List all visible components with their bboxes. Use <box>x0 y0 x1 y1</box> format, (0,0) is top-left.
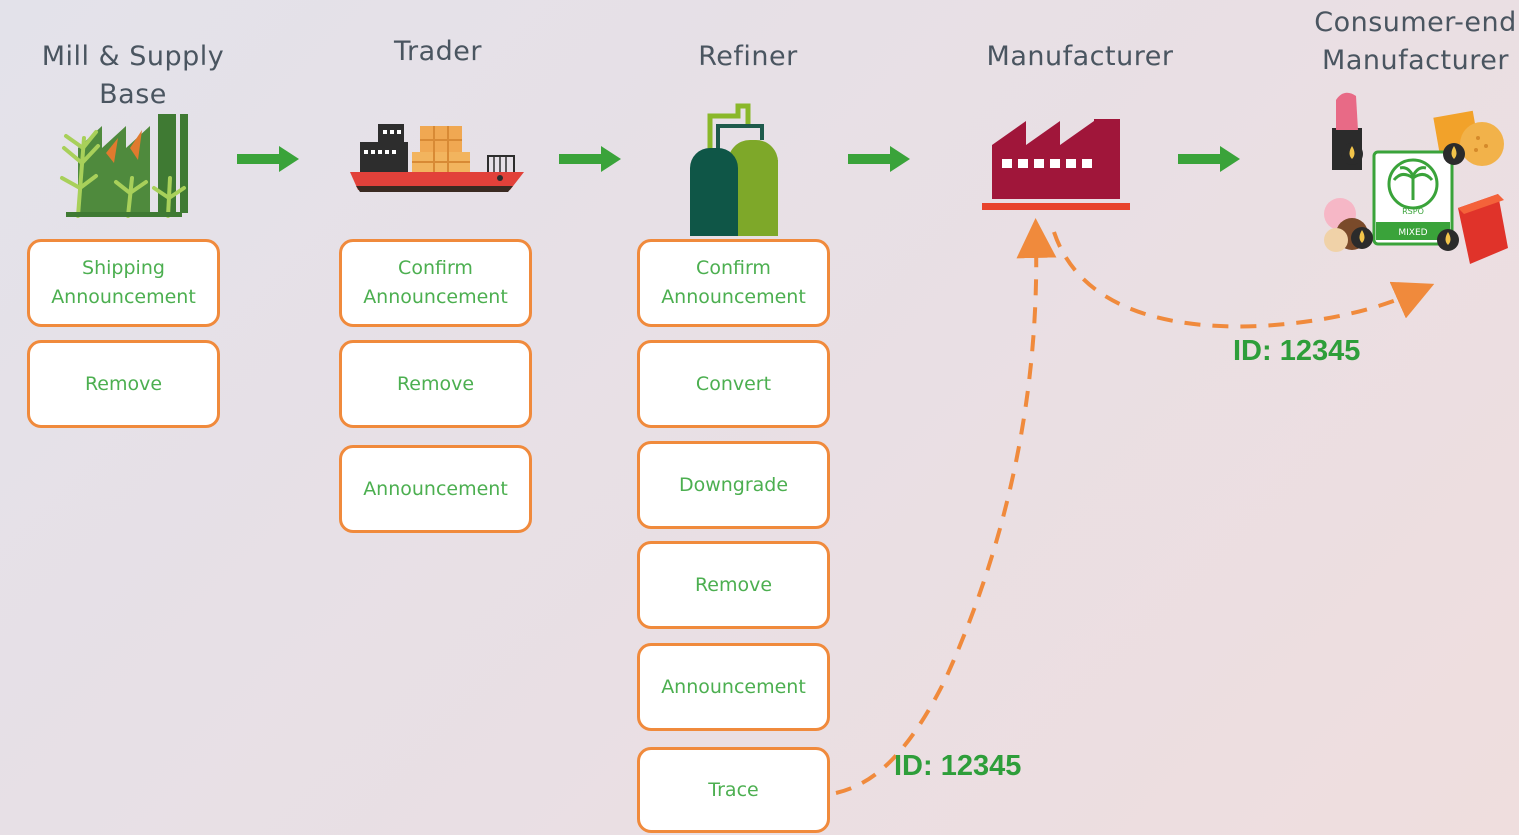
refiner-downgrade-button[interactable]: Downgrade <box>637 441 830 529</box>
stage-title-trader: Trader <box>393 36 483 67</box>
flow-arrow-manufacturer-to-consumer <box>1178 146 1240 172</box>
flow-arrow-refiner-to-manufacturer <box>848 146 910 172</box>
flow-arrow-mill-to-trader <box>237 146 299 172</box>
consumer-products-icon: RSPO MIXED <box>1324 92 1508 264</box>
refinery-tanks-icon <box>690 103 778 236</box>
refiner-announcement-button[interactable]: Announcement <box>637 643 830 731</box>
trader-remove-button[interactable]: Remove <box>339 340 532 428</box>
mill-remove-button[interactable]: Remove <box>27 340 220 428</box>
refiner-remove-button[interactable]: Remove <box>637 541 830 629</box>
refiner-trace-button[interactable]: Trace <box>637 747 830 833</box>
factory-icon <box>982 119 1130 210</box>
flow-arrow-trader-to-refiner <box>559 146 621 172</box>
mill-shipping-announcement-button[interactable]: Shipping Announcement <box>27 239 220 327</box>
ship-icon <box>350 124 524 192</box>
refiner-confirm-announcement-button[interactable]: Confirm Announcement <box>637 239 830 327</box>
id-label-consumer: ID: 12345 <box>1233 335 1361 367</box>
dashed-arrow-trace-to-manufacturer <box>835 218 1057 795</box>
mixed-badge-label: MIXED <box>1398 228 1427 238</box>
dashed-arrow-manufacturer-to-consumer <box>1052 231 1435 329</box>
refiner-convert-button[interactable]: Convert <box>637 340 830 428</box>
rspo-mark: RSPO <box>1402 207 1424 216</box>
mill-icon <box>60 114 188 218</box>
stage-title-refiner: Refiner <box>698 41 798 72</box>
stage-title-mill: Mill & Supply Base <box>41 41 225 110</box>
id-label-trace: ID: 12345 <box>894 750 1022 782</box>
stage-title-consumer-end-manufacturer: Consumer-end Manufacturer <box>1314 7 1517 76</box>
trader-announcement-button[interactable]: Announcement <box>339 445 532 533</box>
trader-confirm-announcement-button[interactable]: Confirm Announcement <box>339 239 532 327</box>
stage-title-manufacturer: Manufacturer <box>986 41 1174 72</box>
